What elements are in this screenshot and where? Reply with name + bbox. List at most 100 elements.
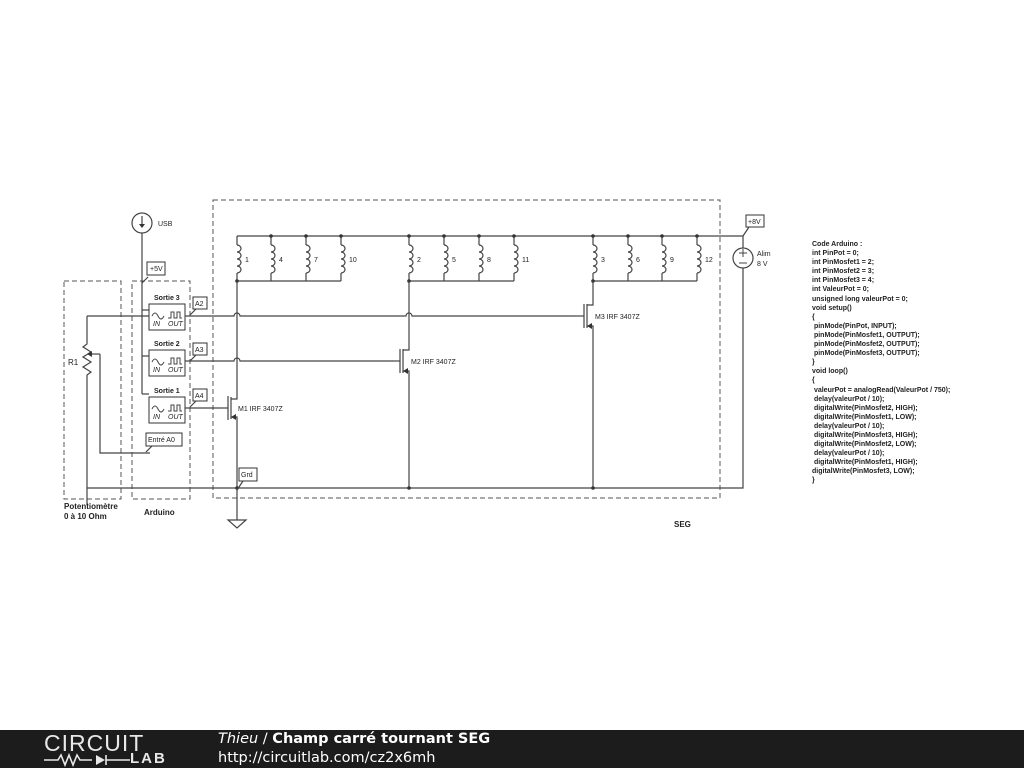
code-line: pinMode(PinMosfet2, OUTPUT);: [812, 341, 920, 349]
coil-8: [478, 236, 484, 281]
code-line: delay(valeurPot / 10);: [812, 450, 885, 458]
coil-label-12: 12: [705, 257, 713, 264]
output1-out-label: OUT: [168, 414, 184, 421]
r1-label: R1: [68, 358, 79, 367]
input-a0-tag: [145, 432, 183, 453]
coil-label-7: 7: [314, 257, 318, 264]
arduino-caption: Arduino: [144, 508, 175, 517]
coil-label-4: 4: [279, 257, 283, 264]
code-line: digitalWrite(PinMosfet2, HIGH);: [812, 404, 918, 412]
code-line: digitalWrite(PinMosfet2, LOW);: [812, 441, 917, 449]
coil-1: [236, 236, 242, 281]
code-line: unsigned long valeurPot = 0;: [812, 295, 908, 303]
output3-in-label: IN: [153, 321, 161, 328]
code-line: pinMode(PinPot, INPUT);: [812, 322, 897, 330]
code-line: delay(valeurPot / 10);: [812, 422, 885, 430]
pin-a4-label: A4: [195, 393, 204, 400]
code-line: int PinMosfet3 = 4;: [812, 277, 875, 285]
code-line: valeurPot = analogRead(ValeurPot / 750);: [812, 386, 951, 394]
schematic-diagram: USB +5V Sortie 3 IN OUT A2 Sortie 2 IN O…: [63, 199, 771, 529]
output1-in-label: IN: [153, 414, 161, 421]
code-line: int PinPot = 0;: [812, 250, 859, 258]
coil-4: [270, 236, 276, 281]
code-line: void setup(): [812, 304, 852, 312]
coil-2: [408, 236, 414, 281]
usb-source: [131, 212, 153, 294]
code-line: {: [812, 377, 815, 385]
pin-a3-label: A3: [195, 347, 204, 354]
supply-tag: [742, 214, 765, 237]
coil-label-2: 2: [417, 257, 421, 264]
coil-label-6: 6: [636, 257, 640, 264]
ground-symbol: [226, 488, 248, 529]
coil-5: [443, 236, 449, 281]
mosfet-m2: [394, 281, 410, 488]
v5-label: +5V: [150, 266, 163, 273]
circuit-title: Thieu / Champ carré tournant SEG: [218, 731, 490, 747]
coil-3: [592, 236, 598, 281]
pin-a4-tag: [189, 388, 208, 408]
usb-label: USB: [158, 221, 173, 228]
mosfet-m3: [575, 281, 594, 488]
coil-label-11: 11: [522, 257, 529, 264]
circuit-name[interactable]: Champ carré tournant SEG: [272, 731, 491, 747]
logo-wave-icon: [44, 753, 130, 767]
pin-a2-tag: [189, 296, 208, 316]
v5-tag: [141, 261, 166, 284]
title-separator: /: [258, 731, 273, 747]
coil-6: [627, 236, 633, 281]
code-line: int PinMosfet1 = 2;: [812, 259, 875, 267]
code-title: Code Arduino :: [812, 241, 863, 248]
output2-in-label: IN: [153, 367, 161, 374]
pin-a3-tag: [189, 342, 208, 362]
arduino-code: Code Arduino :int PinPot = 0;int PinMosf…: [812, 240, 1017, 486]
coil-10: [340, 236, 346, 281]
code-line: digitalWrite(PinMosfet3, HIGH);: [812, 431, 918, 439]
ground-label: Grd: [241, 472, 253, 479]
coil-11: [513, 236, 519, 281]
code-line: digitalWrite(PinMosfet1, LOW);: [812, 413, 917, 421]
code-line: }: [812, 359, 815, 367]
seg-caption: SEG: [674, 520, 691, 529]
arduino-box: [131, 280, 191, 500]
pin-a2-label: A2: [195, 301, 204, 308]
potentiometer-r1: [81, 316, 108, 505]
coil-12: [696, 236, 702, 281]
supply-8v: [732, 247, 754, 269]
circuitlab-logo[interactable]: CIRCUIT LAB: [44, 730, 194, 767]
output3-label: Sortie 3: [154, 295, 180, 302]
coil-label-8: 8: [487, 257, 491, 264]
code-line: int PinMosfet2 = 3;: [812, 268, 875, 276]
mosfet-m2-label: M2 IRF 3407Z: [411, 359, 456, 366]
potentiometer-box: [63, 280, 122, 500]
coil-9: [661, 236, 667, 281]
coil-label-1: 1: [245, 257, 249, 264]
mosfet-m1: [219, 281, 238, 488]
logo-text-top: CIRCUIT: [44, 730, 145, 756]
code-line: pinMode(PinMosfet3, OUTPUT);: [812, 350, 920, 358]
coil-label-10: 10: [349, 257, 357, 264]
code-line: pinMode(PinMosfet1, OUTPUT);: [812, 331, 920, 339]
code-line: delay(valeurPot / 10);: [812, 395, 885, 403]
input-a0-label: Entré A0: [148, 437, 175, 444]
supply-tag-label: +8V: [748, 219, 761, 226]
circuit-url[interactable]: http://circuitlab.com/cz2x6mh: [218, 750, 436, 766]
code-line: digitalWrite(PinMosfet1, HIGH);: [812, 459, 918, 467]
code-lines: int PinPot = 0;int PinMosfet1 = 2;int Pi…: [812, 249, 1017, 485]
coil-label-9: 9: [670, 257, 674, 264]
footer-bar: CIRCUIT LAB Thieu / Champ carré tournant…: [0, 730, 1024, 768]
code-line: }: [812, 477, 815, 485]
coil-label-5: 5: [452, 257, 456, 264]
code-line: void loop(): [812, 368, 848, 376]
output2-label: Sortie 2: [154, 341, 180, 348]
pot-caption-2: 0 à 10 Ohm: [64, 512, 107, 521]
author-name[interactable]: Thieu: [218, 731, 259, 747]
mosfet-m1-label: M1 IRF 3407Z: [238, 406, 283, 413]
code-line: int ValeurPot = 0;: [812, 286, 869, 294]
seg-box: [212, 199, 721, 499]
supply-value: 8 V: [757, 261, 768, 268]
coil-label-3: 3: [601, 257, 605, 264]
mosfet-m3-label: M3 IRF 3407Z: [595, 314, 640, 321]
code-line: digitalWrite(PinMosfet3, LOW);: [812, 468, 915, 476]
supply-name: Alim: [757, 251, 771, 258]
